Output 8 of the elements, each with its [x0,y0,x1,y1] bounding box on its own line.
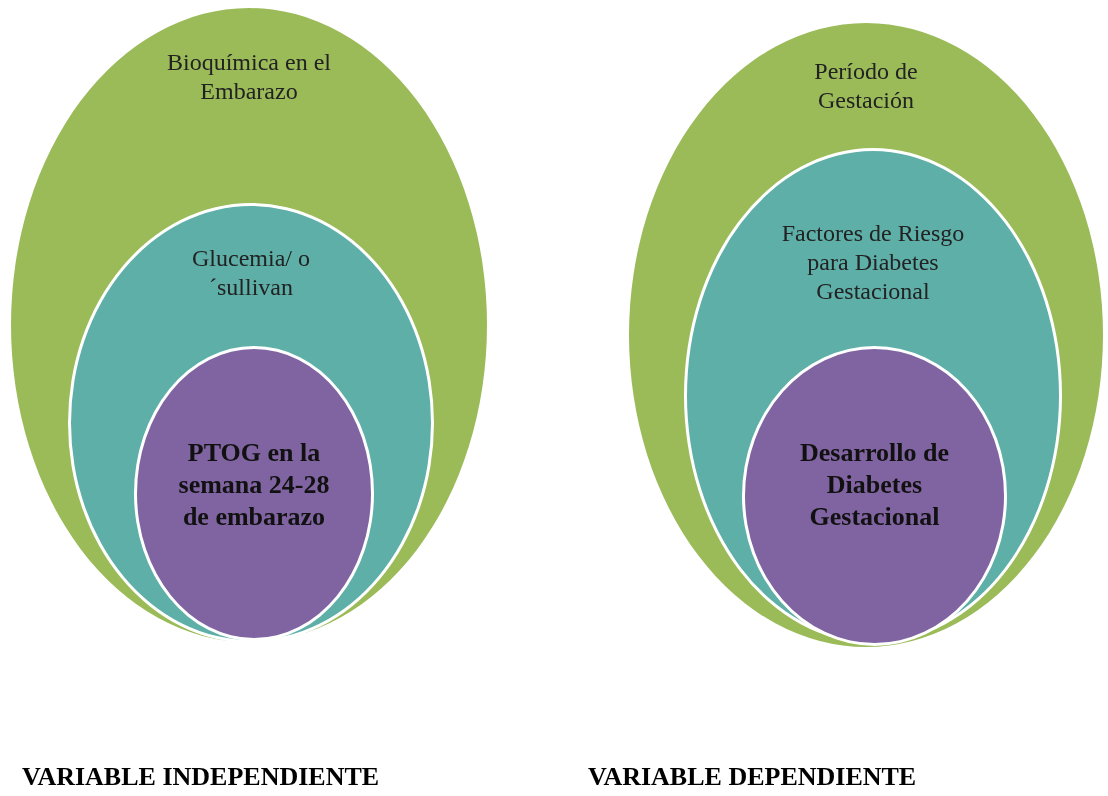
node-label: Glucemia/ o´sullivan [191,244,311,302]
caption-heading: VARIABLE DEPENDIENTE [588,762,917,792]
caption-heading: VARIABLE INDEPENDIENTE [22,762,380,792]
node-label: Desarrollo de Diabetes Gestacional [799,437,950,533]
node-label: Período de Gestación [813,57,919,115]
node-label: PTOG en la semana 24-28 de embarazo [177,437,331,533]
node-label: Factores de Riesgo para Diabetes Gestacional [780,219,966,306]
node-label: Bioquímica en el Embarazo [166,48,332,106]
